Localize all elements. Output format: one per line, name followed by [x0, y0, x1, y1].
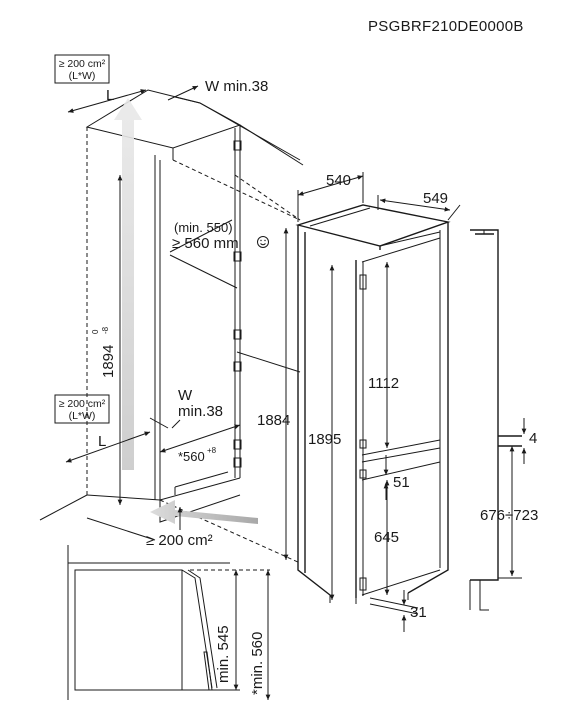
appliance-depth-text: 549 — [423, 190, 448, 207]
niche-width-tol: +8 — [207, 446, 217, 455]
l-bottom-text: L — [98, 433, 106, 450]
dim-appliance-width: 540 — [297, 172, 364, 222]
dim-appliance-depth: 549 — [377, 190, 461, 221]
dim-w-top: W min.38 — [167, 78, 268, 104]
min38-bottom-text: min.38 — [178, 403, 223, 420]
dim-freezer-door: 645 — [374, 480, 399, 595]
dim-niche-height: 1894 0 -8 — [91, 175, 123, 505]
gap-text: 51 — [393, 474, 410, 491]
dim-min-545: min. 545 — [215, 570, 239, 690]
dim-door-range: 676÷723 — [480, 446, 538, 579]
door-profile — [469, 229, 522, 611]
dim-door-height: 1884 — [257, 228, 290, 560]
document-code: PSGBRF210DE0000B — [368, 18, 524, 35]
appliance-width-text: 540 — [326, 172, 351, 189]
freezer-door-text: 645 — [374, 529, 399, 546]
w-min-top-text: W min.38 — [205, 78, 268, 95]
cabinet-niche — [39, 89, 304, 564]
dim-l-top: L — [67, 87, 147, 113]
vent-top-label: ≥ 200 cm² (L*W) — [54, 54, 110, 84]
fridge-door-text: 1112 — [368, 375, 399, 392]
niche-width-text: *560 — [178, 449, 205, 464]
niche-depth-text: ≥ 560 mm — [172, 235, 239, 252]
dim-bottom-offset: 31 — [369, 590, 427, 632]
bottom-offset-text: 31 — [410, 604, 427, 621]
vent-top-lw: (L*W) — [69, 70, 96, 82]
dim-appliance-height: 1895 — [308, 265, 341, 600]
vent-bottom-area: ≥ 200 cm² — [59, 398, 106, 410]
door-range-text: 676÷723 — [480, 507, 538, 524]
vent-bottom-lw: (L*W) — [69, 410, 96, 422]
dim-min-560: *min. 560 — [249, 570, 271, 700]
min-560-text: *min. 560 — [249, 632, 266, 695]
section-view — [67, 545, 270, 700]
vent-top-area: ≥ 200 cm² — [59, 58, 106, 70]
min-545-text: min. 545 — [215, 625, 232, 683]
dim-niche-depth: (min. 550) ≥ 560 mm — [169, 219, 269, 253]
vent-bottom-label: ≥ 200 cm² (L*W) — [54, 394, 110, 424]
dim-l-bottom: L — [65, 431, 151, 463]
door-gap-text: 4 — [529, 430, 537, 447]
dim-niche-width: *560 +8 — [159, 424, 241, 464]
niche-height-tol-top: 0 — [91, 329, 100, 334]
door-height-text: 1884 — [257, 412, 290, 429]
smiley-icon — [257, 236, 269, 248]
l-top-text: L — [106, 87, 114, 104]
dim-gap: 51 — [383, 455, 410, 500]
niche-height-tol-bottom: -8 — [101, 326, 110, 334]
dim-fridge-door: 1112 — [368, 262, 399, 448]
appliance — [295, 204, 451, 604]
w-bottom-text: W — [178, 387, 193, 404]
niche-height-text: 1894 — [100, 345, 117, 378]
dim-w-bottom: W min.38 — [149, 387, 223, 429]
appliance-height-text: 1895 — [308, 431, 341, 448]
dim-door-gap: 4 — [521, 418, 537, 464]
plinth-vent: ≥ 200 cm² — [146, 507, 213, 549]
niche-depth-min-text: (min. 550) — [174, 220, 233, 235]
plinth-vent-text: ≥ 200 cm² — [146, 532, 213, 549]
